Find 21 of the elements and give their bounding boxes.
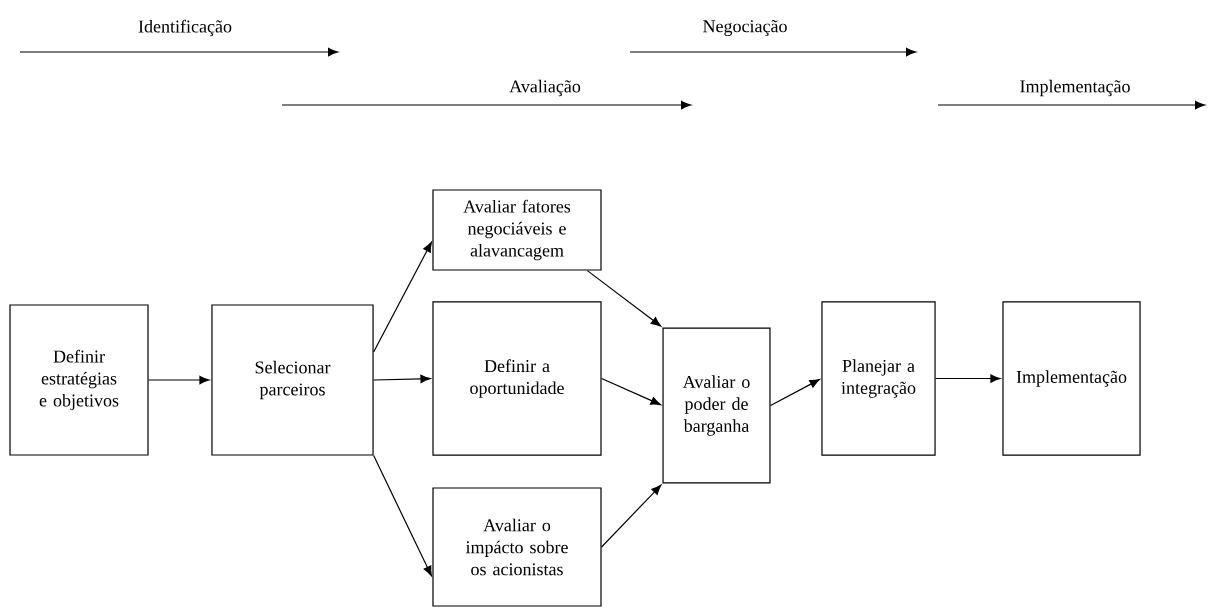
phase-label: Implementação (1020, 79, 1130, 97)
process-box: Avaliar fatores negociáveis e alavancagem (432, 189, 602, 271)
arrow (935, 374, 1001, 383)
arrow (373, 374, 431, 383)
process-box: Selecionar parceiros (211, 304, 374, 456)
phase-label: Identificação (138, 19, 232, 37)
arrow (373, 241, 432, 353)
process-box: Avaliar o impácto sobre os acionistas (432, 487, 602, 607)
arrow (148, 375, 210, 385)
arrow (601, 484, 662, 548)
process-box: Definir estratégias e objetivos (9, 304, 149, 456)
arrow (373, 455, 432, 577)
arrow (601, 377, 661, 406)
arrow (770, 379, 820, 407)
process-box: Implementação (1002, 301, 1141, 456)
process-box: Avaliar o poder de barganha (662, 327, 771, 484)
process-box: Planejar a integração (821, 301, 936, 456)
arrow (586, 270, 662, 327)
process-box: Definir a oportunidade (432, 301, 602, 456)
phase-label: Avaliação (509, 79, 581, 97)
phase-label: Negociação (703, 20, 787, 36)
